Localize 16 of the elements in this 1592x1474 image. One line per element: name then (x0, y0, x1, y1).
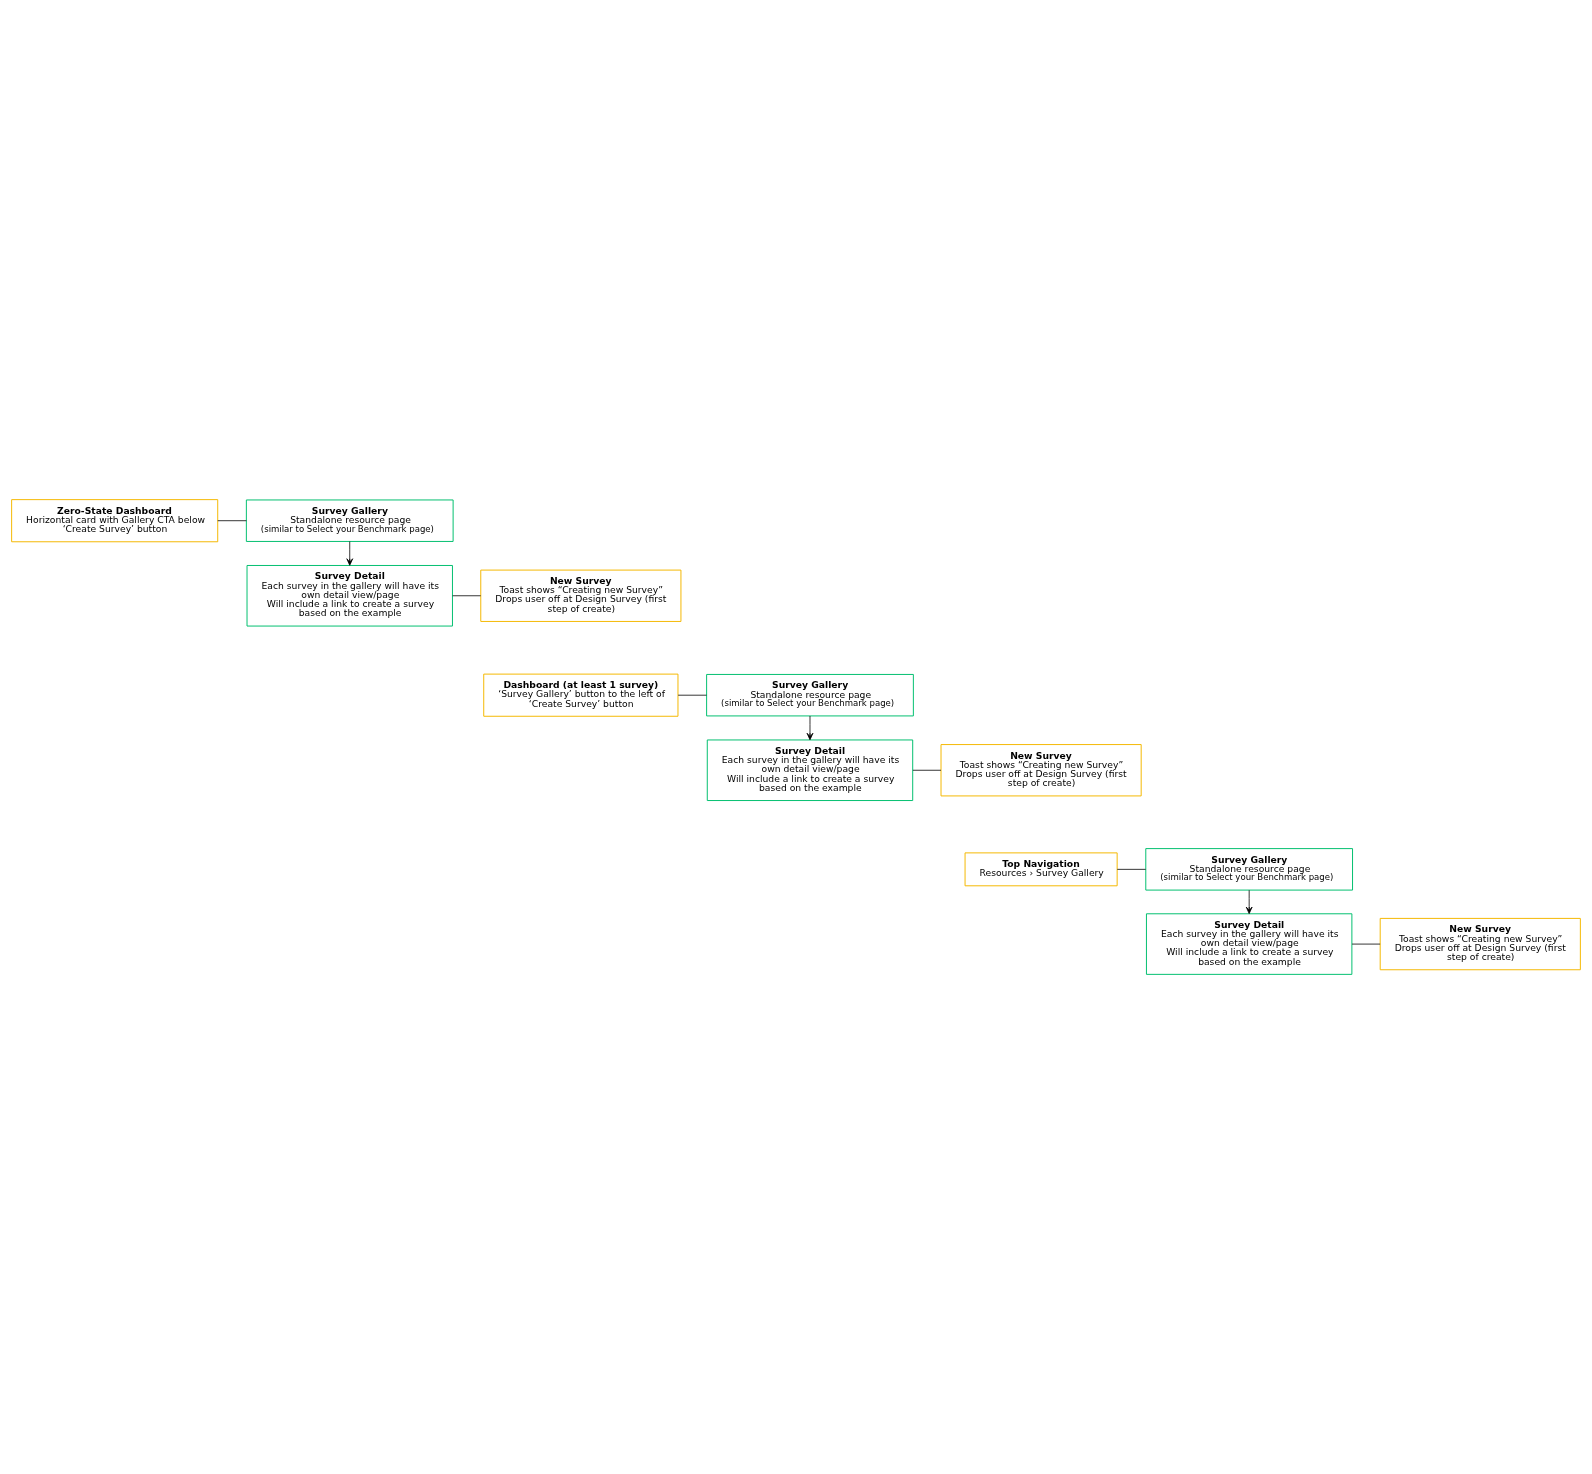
node-box: Survey Gallery Standalone resource page (similar to Select your Benchmark page) (1145, 848, 1354, 891)
node-box: Survey Gallery Standalone resource page (similar to Select your Benchmark page) (706, 673, 914, 717)
arrow (806, 715, 814, 741)
node-box: Survey Detail Each survey in the gallery will have its own detail view/page Will include a link to create a survey based on the example (1145, 913, 1353, 975)
node-box: Top Navigation Resources › Survey Gallery (964, 852, 1118, 887)
node-box: Survey Detail Each survey in the gallery will have its own detail view/page Will include a link to create a survey based on the example (246, 565, 453, 627)
node-box: Zero-State Dashboard Horizontal card with Gallery CTA below ‘Create Survey’ button (11, 499, 219, 543)
node-box: Dashboard (at least 1 survey) ‘Survey Gallery’ button to the left of ‘Create Survey’ button (483, 673, 679, 717)
node-box: Survey Gallery Standalone resource page (similar to Select your Benchmark page) (245, 499, 454, 542)
node-box: Survey Detail Each survey in the gallery will have its own detail view/page Will include a link to create a survey based on the example (706, 739, 914, 802)
node-box: New Survey Toast shows “Creating new Survey” Drops user off at Design Survey (first step of create) (480, 569, 682, 622)
node-box: New Survey Toast shows “Creating new Survey” Drops user off at Design Survey (first step of create) (1379, 917, 1581, 971)
node-box: New Survey Toast shows “Creating new Survey” Drops user off at Design Survey (first step of create) (940, 744, 1142, 797)
connector (1116, 868, 1147, 870)
arrow (346, 541, 354, 566)
arrow (1245, 889, 1253, 914)
